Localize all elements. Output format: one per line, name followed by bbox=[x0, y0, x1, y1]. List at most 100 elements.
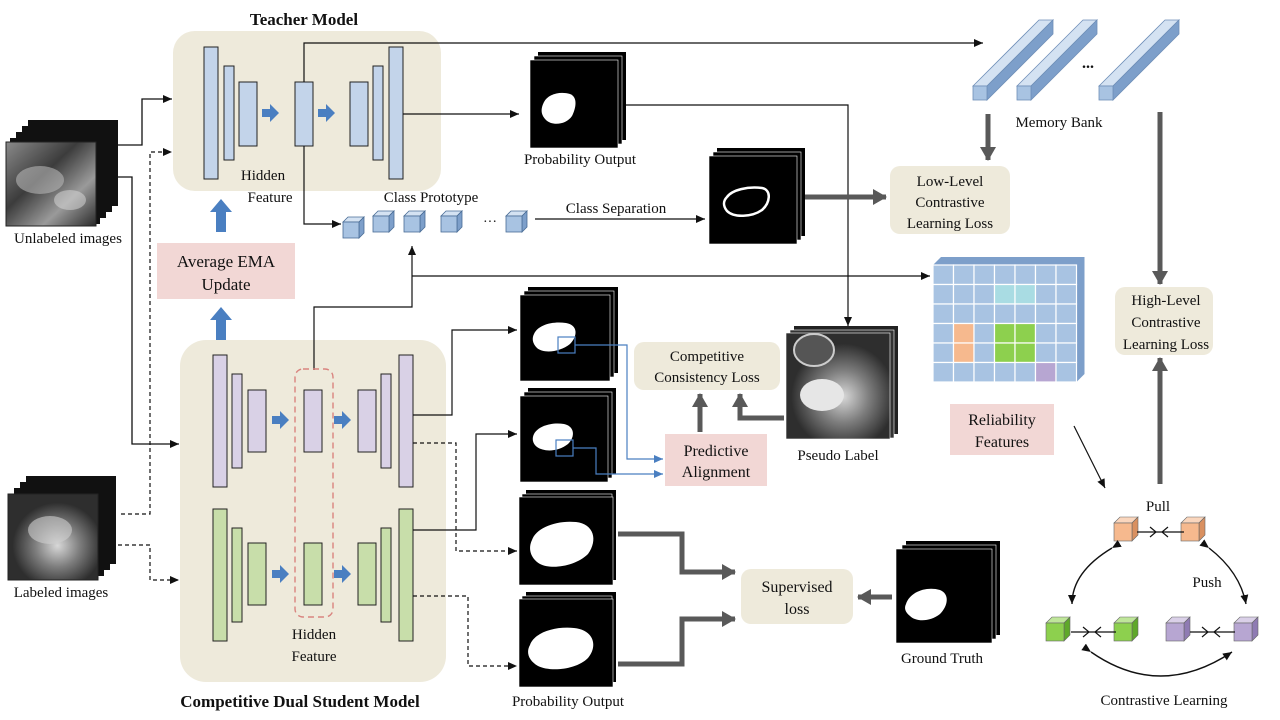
student-hidden-label-1: Hidden bbox=[292, 627, 337, 643]
reliability-grid-cell bbox=[1014, 264, 1037, 286]
student-panel bbox=[180, 340, 446, 682]
reliability-grid-cell bbox=[1034, 342, 1057, 364]
pull-label: Pull bbox=[1146, 499, 1170, 515]
teacher-unet bbox=[203, 46, 404, 180]
contrastive-learning-label: Contrastive Learning bbox=[1100, 693, 1228, 709]
reliability-grid-cell bbox=[1034, 361, 1057, 383]
student-probability-output-label: Probability Output bbox=[512, 694, 625, 710]
teacher-up-arrow bbox=[318, 104, 335, 122]
reliability-grid-cell bbox=[1055, 342, 1078, 364]
reliability-grid-cell bbox=[1014, 342, 1037, 364]
prototype-ellipsis: ··· bbox=[483, 215, 497, 230]
reliability-grid-cell bbox=[1055, 361, 1078, 383]
student-output-1 bbox=[519, 287, 618, 382]
memory-bank-bars bbox=[972, 19, 1180, 101]
high-level-loss-line3: Learning Loss bbox=[1123, 337, 1209, 353]
labeled-images-label: Labeled images bbox=[14, 585, 109, 601]
teacher-hidden-label-1: Hidden bbox=[241, 168, 286, 184]
class-separation-contour-output bbox=[708, 148, 805, 245]
reliability-features-grid bbox=[932, 257, 1085, 383]
competitive-consistency-box bbox=[634, 342, 780, 390]
reliability-grid-cell bbox=[952, 303, 975, 325]
teacher-probability-output bbox=[529, 52, 626, 149]
memory-bank-label: Memory Bank bbox=[1015, 115, 1103, 131]
reliability-grid-cell bbox=[993, 342, 1016, 364]
unlabeled-images-label: Unlabeled images bbox=[14, 231, 122, 247]
ema-line2: Update bbox=[201, 275, 250, 294]
reliability-grid-cell bbox=[932, 322, 955, 344]
competitive-line2: Consistency Loss bbox=[654, 370, 760, 386]
contrastive-cubes bbox=[1045, 516, 1259, 642]
alignment-link-1 bbox=[575, 344, 663, 463]
pseudo-to-competitive-arrow bbox=[732, 393, 784, 421]
reliability-grid-cell bbox=[973, 283, 996, 305]
reliability-grid-cell bbox=[932, 361, 955, 383]
student-bottom-up-arrow bbox=[334, 565, 351, 583]
reliability-grid-cell bbox=[973, 264, 996, 286]
student-top-up-arrow bbox=[334, 411, 351, 429]
reliability-grid-cell bbox=[1055, 303, 1078, 325]
reliability-grid-cell bbox=[952, 283, 975, 305]
student-title: Competitive Dual Student Model bbox=[180, 692, 420, 711]
reliability-grid-cell bbox=[993, 361, 1016, 383]
memory-bank-ellipsis: ... bbox=[1082, 55, 1094, 72]
contrastive-curves bbox=[1068, 539, 1249, 677]
reliability-grid-cell bbox=[932, 303, 955, 325]
student-output-2 bbox=[519, 388, 616, 483]
low-level-loss-line2: Contrastive bbox=[915, 195, 984, 211]
teacher-prob-to-pseudo-arrow bbox=[626, 104, 852, 326]
hidden-to-prototype-arrow bbox=[303, 146, 341, 228]
student-output-3 bbox=[518, 490, 616, 586]
reliability-grid-cell bbox=[1034, 283, 1057, 305]
reliability-grid-cell bbox=[1055, 283, 1078, 305]
reliability-grid-cell bbox=[952, 361, 975, 383]
teacher-hidden-label-2: Feature bbox=[248, 190, 293, 206]
unlabeled-to-teacher-arrow bbox=[118, 95, 172, 146]
teacher-down-arrow bbox=[262, 104, 279, 122]
reliability-grid-cell bbox=[1014, 303, 1037, 325]
labeled-to-teacher-dashed bbox=[121, 148, 172, 515]
student-bottom-to-output2 bbox=[413, 430, 517, 531]
push-label: Push bbox=[1192, 575, 1222, 591]
high-level-loss-line2: Contrastive bbox=[1131, 315, 1200, 331]
pseudo-label-image bbox=[785, 326, 898, 440]
alignment-link-2 bbox=[573, 447, 663, 478]
student-output-4 bbox=[518, 592, 616, 688]
contrastive-cube bbox=[1113, 616, 1139, 642]
predictive-alignment-box bbox=[665, 434, 767, 486]
reliability-grid-cell bbox=[973, 303, 996, 325]
reliability-grid-cell bbox=[932, 342, 955, 364]
reliability-grid-cell bbox=[973, 361, 996, 383]
ground-truth-image bbox=[895, 541, 1000, 644]
reliability-grid-cell bbox=[952, 322, 975, 344]
reliability-grid-cell bbox=[993, 283, 1016, 305]
supervised-loss-box bbox=[741, 569, 853, 624]
pull-connectors bbox=[1071, 526, 1235, 638]
labeled-to-student-dashed bbox=[118, 544, 179, 584]
reliability-features-box bbox=[950, 404, 1054, 455]
high-level-loss-box bbox=[1115, 287, 1213, 355]
student-top-to-output1 bbox=[413, 326, 517, 416]
student-top-to-output3-dashed bbox=[413, 442, 517, 555]
reliability-grid-cell bbox=[1014, 361, 1037, 383]
reliability-grid-cell bbox=[932, 283, 955, 305]
reliability-grid-cell bbox=[973, 322, 996, 344]
low-level-loss-line1: Low-Level bbox=[917, 174, 984, 190]
reliability-grid-cell bbox=[932, 264, 955, 286]
reliability-line1: Reliability bbox=[968, 412, 1036, 429]
reliability-grid-cell bbox=[1055, 264, 1078, 286]
reliability-grid-cell bbox=[1055, 322, 1078, 344]
low-level-loss-line3: Learning Loss bbox=[907, 216, 993, 232]
ema-to-teacher-arrow bbox=[210, 199, 232, 232]
ema-line1: Average EMA bbox=[177, 252, 276, 271]
unlabeled-image-stack bbox=[5, 120, 118, 227]
high-level-loss-line1: High-Level bbox=[1131, 293, 1200, 309]
reliability-grid-cell bbox=[1034, 303, 1057, 325]
ema-update-box bbox=[157, 243, 295, 299]
supervised-line2: loss bbox=[785, 601, 810, 618]
reliability-line2: Features bbox=[975, 434, 1029, 451]
teacher-probability-output-label: Probability Output bbox=[524, 152, 637, 168]
reliability-grid-cell bbox=[1014, 322, 1037, 344]
contrastive-cube bbox=[1165, 616, 1191, 642]
